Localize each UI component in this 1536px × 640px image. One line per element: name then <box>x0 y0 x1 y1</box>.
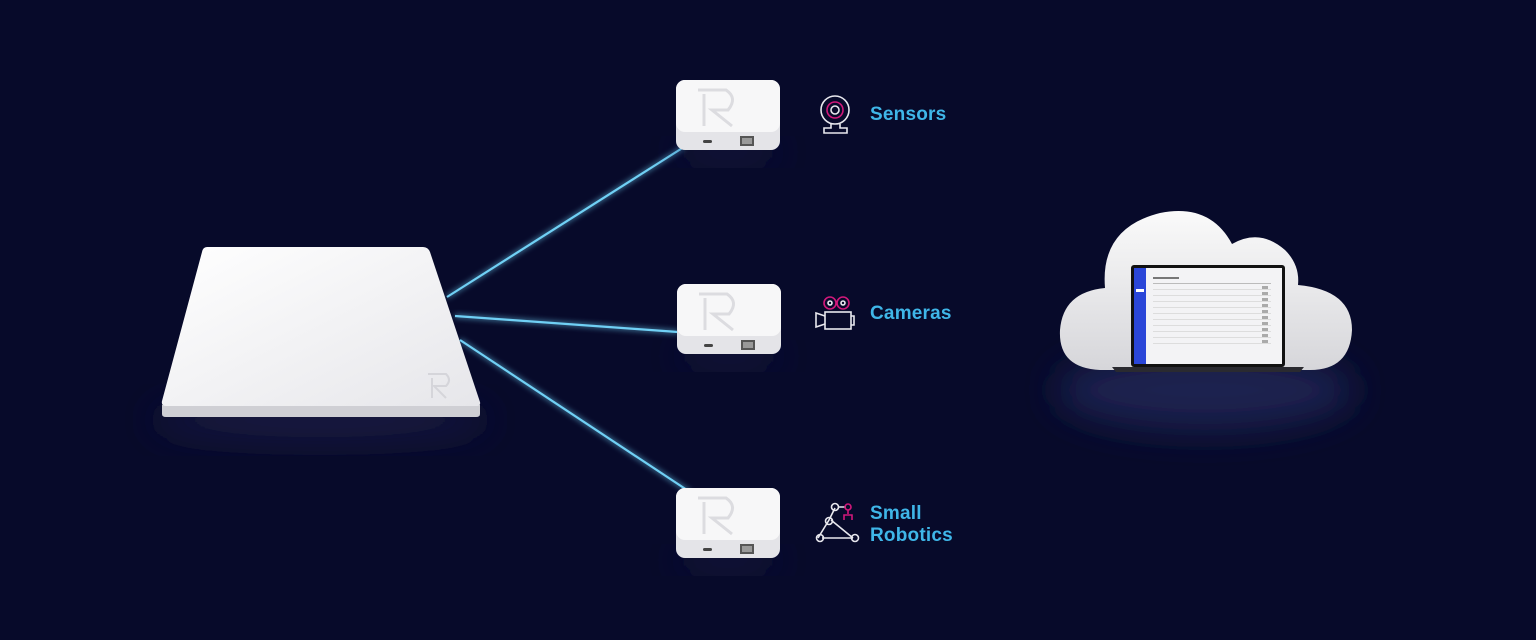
edge-node-cameras <box>674 284 784 364</box>
edge-node-sensors <box>673 80 783 160</box>
gateway-device <box>150 247 490 438</box>
link-sensors <box>446 146 685 298</box>
label-small-robotics: Small Robotics <box>870 503 953 546</box>
webcam-icon <box>820 95 850 134</box>
edge-node-robotics <box>673 488 783 568</box>
cloud-dashboard <box>1055 211 1355 430</box>
laptop-icon <box>1112 265 1304 372</box>
link-robotics <box>459 339 691 493</box>
link-cameras <box>454 314 679 334</box>
connection-lines <box>446 146 691 493</box>
label-cameras: Cameras <box>870 303 952 324</box>
label-sensors: Sensors <box>870 104 947 125</box>
logo-icon <box>428 373 450 399</box>
video-camera-icon <box>815 296 855 330</box>
robot-arm-icon <box>815 502 860 543</box>
